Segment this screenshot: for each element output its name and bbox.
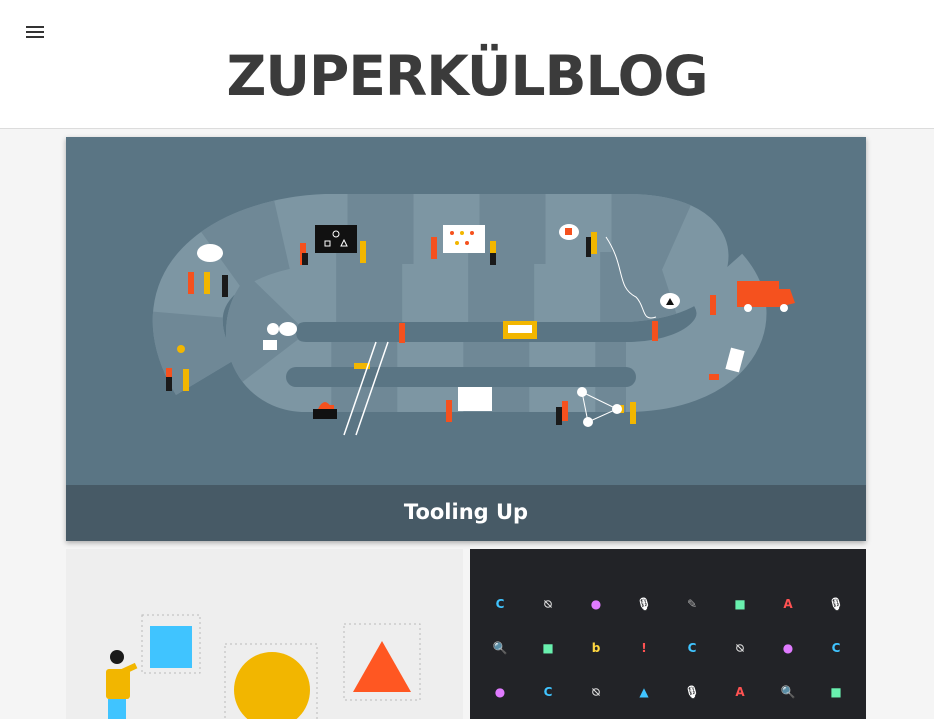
c-glyph-icon: C [495,597,505,611]
shapes-designer-illustration [106,614,421,719]
hamburger-menu-icon[interactable] [22,20,50,44]
site-header: ZUPERKÜLBLOG [0,0,934,129]
tri-glyph-icon: ▲ [639,685,649,699]
!-glyph-icon: ! [641,641,647,655]
A-glyph-icon: A [735,685,745,699]
c-glyph-icon: C [543,685,553,699]
sq-glyph-icon: ■ [830,685,842,699]
post-card-icons[interactable]: C ⍉ ● 🎙 ✎ ■ A 🎙 🔍 ■ b! C ⍉ ● C ● C ⍉ ▲ 🎙 A 🔍 ■ [470,549,866,719]
search-glyph-icon: 🔍 [780,685,796,699]
dot-glyph-icon: ● [494,685,506,699]
c-glyph-icon: C [687,641,697,655]
mic-glyph-icon: 🎙 [636,597,652,611]
c-glyph-icon: C [831,641,841,655]
person-figure [106,650,138,719]
b-glyph-icon: b [591,641,601,655]
A-glyph-icon: A [783,597,793,611]
sq-glyph-icon: ■ [542,641,554,655]
sq-glyph-icon: ■ [734,597,746,611]
pen-glyph-icon: ✎ [686,597,698,611]
dot-glyph-icon: ● [590,597,602,611]
search-glyph-icon: 🔍 [492,641,508,655]
leaf-glyph-icon: ⍉ [544,597,552,611]
post-card-shapes[interactable] [66,549,463,719]
mic-glyph-icon: 🎙 [828,597,844,611]
board-game-path-illustration [152,194,795,436]
dot-glyph-icon: ● [782,641,794,655]
mic-glyph-icon: 🎙 [684,685,700,699]
featured-post-title[interactable]: Tooling Up [66,485,866,541]
leaf-glyph-icon: ⍉ [736,641,744,655]
featured-post-card[interactable]: Tooling Up [66,137,866,541]
site-title[interactable]: ZUPERKÜLBLOG [226,44,708,108]
leaf-glyph-icon: ⍉ [592,685,600,699]
